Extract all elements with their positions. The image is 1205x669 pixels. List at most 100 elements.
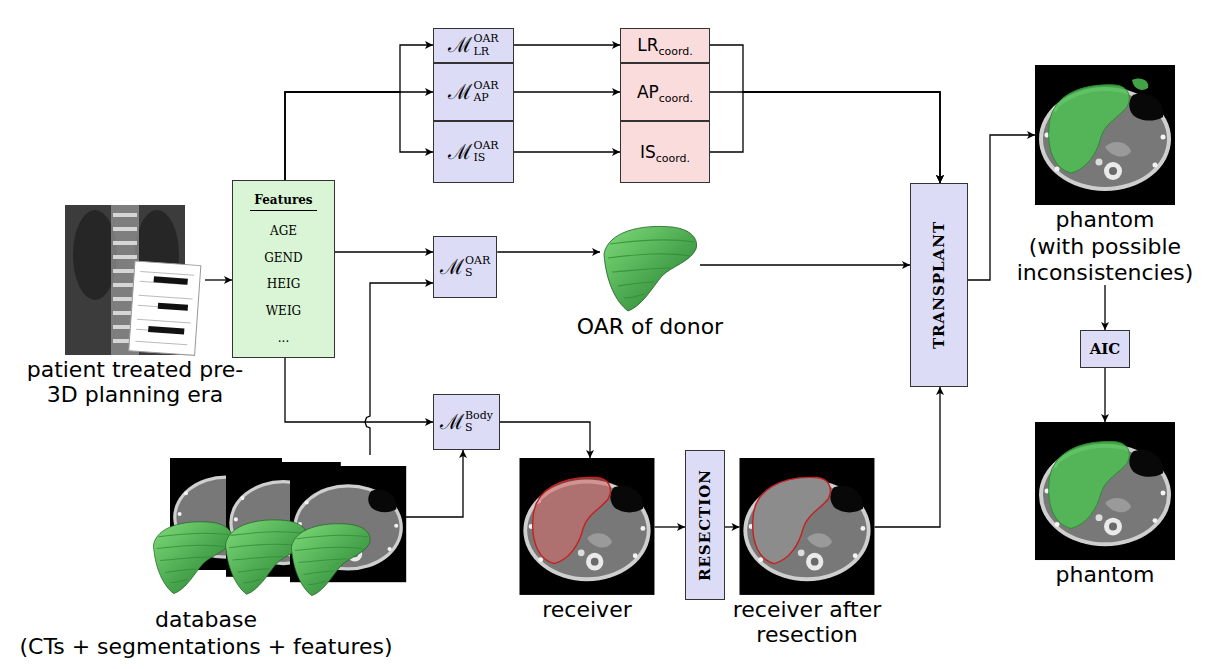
axis-name: AP [637,83,659,102]
superscript: Body [465,410,493,422]
model-box: ℳOARIS [433,121,514,183]
axis-subscript: coord. [656,152,690,165]
caption: receiver after resection [720,597,895,648]
database-liver [291,524,370,596]
process-box: RESECTION [685,450,725,600]
process-box: AIC [1080,330,1130,368]
coordinate-box: APcoord. [620,63,710,121]
arrow-connector [285,92,433,180]
arrow-connector [710,92,940,183]
database-liver [153,522,232,594]
receiver-ct [520,458,655,595]
phantom-ct [1035,422,1175,560]
feature-item: WEIG [266,304,301,318]
arrow-connector [500,422,590,458]
feature-item: ... [278,331,289,345]
axis-subscript: coord. [658,45,692,58]
axis-name: LR [637,36,658,55]
image-frame [65,205,205,355]
phantom-liver [1049,442,1130,529]
paper-lines [135,271,194,345]
feature-box: FeaturesAGE GEND HEIG WEIG... [232,180,335,358]
paper-record [129,261,201,355]
coordinate-box: IScoord. [620,121,710,183]
phantom-inconsistency [1132,78,1148,90]
receiver-liver [533,477,611,563]
model-symbol: ℳ [440,412,464,433]
script-stack: OARLR [473,33,498,57]
arrow-connector [406,450,463,517]
arrow-connector [1104,368,1105,422]
superscript: OAR [473,140,498,152]
axis-name: IS [640,143,656,162]
redaction-bar [154,276,188,284]
arrow-connector [655,526,686,527]
model-box: ℳBodyS [433,394,500,450]
image-node: receiver [512,458,662,622]
caption: patient treated pre-3D planning era [18,357,253,408]
subscript: AP [473,92,498,104]
arrow-connector [285,45,433,180]
image-node: OAR of donor [565,222,735,339]
subscript: LR [473,46,498,58]
arrow-connector [285,358,433,422]
resected-liver-cavity [753,477,831,563]
step-label: TRANSPLANT [930,221,948,349]
image-frame [1035,65,1175,205]
image-node: phantom(with possible inconsistencies) [1013,65,1197,285]
arrow-connector [710,45,940,183]
subscript: IS [473,152,498,164]
image-frame [1035,422,1175,560]
superscript: OAR [473,80,498,92]
arrow-connector [968,135,1035,280]
model-box: ℳOARLR [433,28,514,63]
image-frame [520,458,655,595]
phantom-liver [1049,85,1130,173]
script-stack: OARIS [473,140,498,164]
feature-item: GEND [264,251,302,265]
script-stack: BodyS [465,410,493,434]
step-label: AIC [1090,340,1121,358]
model-symbol: ℳ [448,35,472,56]
paper-sheet [129,261,201,355]
feature-item: HEIG [267,277,301,291]
script-stack: OARAP [473,80,498,104]
model-symbol: ℳ [448,82,472,103]
caption: phantom [1030,562,1180,587]
image-node: receiver after resection [720,458,895,648]
image-node: database(CTs + segmentations + features) [96,455,480,660]
caption: receiver [512,597,662,622]
script-stack: OARS [465,255,490,279]
arrow-connector [700,264,910,265]
image-frame [600,222,700,312]
resected-ct [740,458,875,595]
feature-heading: Features [250,193,316,211]
image-node: phantom [1030,422,1180,587]
donor-liver [604,226,697,311]
image-node: patient treated pre-3D planning era [18,205,253,408]
subscript: S [465,267,490,279]
subscript: S [465,422,493,434]
arrow-connector [285,92,433,180]
arrow-connector [725,526,740,527]
arrow-connector [335,251,433,252]
arrow-connector [514,44,620,45]
caption: OAR of donor [565,314,735,339]
arrow-connector [875,387,941,527]
model-symbol: ℳ [440,257,464,278]
arrow-connector [514,151,620,152]
superscript: OAR [465,255,490,267]
feature-item: AGE [270,224,297,238]
phantom-ct [1035,65,1175,205]
model-box: ℳOARAP [433,63,514,121]
arrow-connector [710,92,940,183]
model-symbol: ℳ [448,142,472,163]
caption: database [14,607,398,632]
caption: phantom [1013,207,1197,232]
superscript: OAR [473,33,498,45]
image-frame [740,458,875,595]
process-box: TRANSPLANT [910,183,968,387]
model-box: ℳOARS [433,236,497,298]
